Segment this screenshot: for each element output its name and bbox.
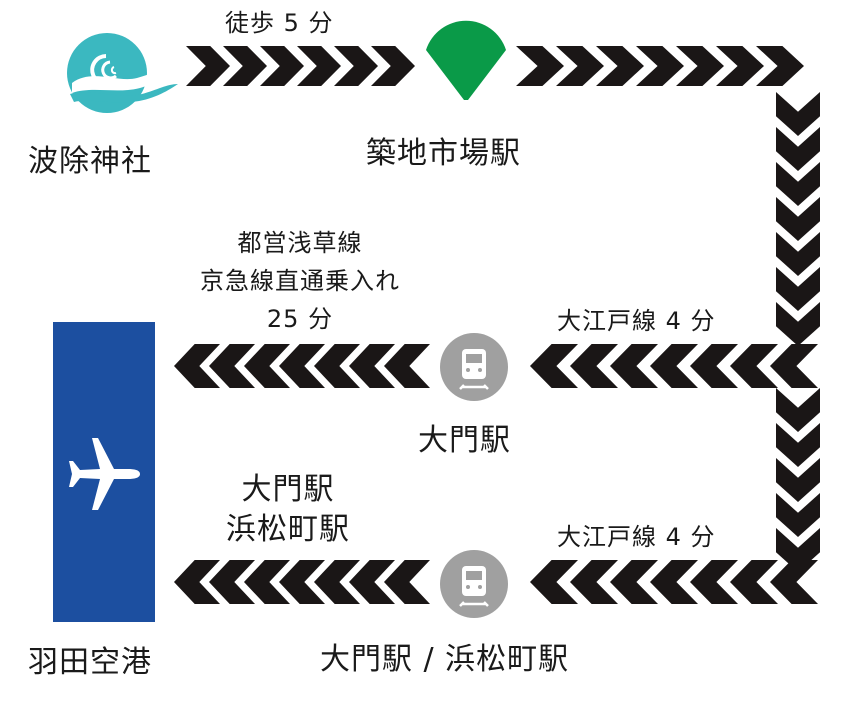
- chevron-arrow: [244, 344, 290, 388]
- chevron-arrow: [776, 458, 820, 502]
- chevron-arrow: [716, 46, 764, 86]
- chevron-arrow: [279, 560, 325, 604]
- chevron-arrow: [314, 344, 360, 388]
- chevron-arrow: [776, 162, 820, 206]
- oedo-line-label-1: 大江戸線 4 分: [557, 307, 716, 335]
- chevron-arrow: [776, 232, 820, 276]
- chevron-arrow: [596, 46, 644, 86]
- train-icon: [440, 333, 508, 401]
- chevron-arrow: [690, 560, 738, 604]
- chevron-arrow: [530, 344, 578, 388]
- chevron-arrow: [776, 267, 820, 311]
- chevron-arrow: [636, 46, 684, 86]
- chevron-arrow: [676, 46, 724, 86]
- chevron-arrow: [776, 493, 820, 537]
- chevron-arrow: [776, 197, 820, 241]
- asakusa-line-text: 都営浅草線: [237, 229, 363, 257]
- asakusa-route-label: 都営浅草線 京急線直通乗入れ 25 分: [150, 224, 450, 338]
- chevron-arrow: [349, 344, 395, 388]
- chevron-arrow: [776, 302, 820, 346]
- haneda-airport-label: 羽田空港: [28, 645, 152, 680]
- tsukiji-station-label: 築地市場駅: [366, 136, 521, 171]
- chevron-arrow: [650, 344, 698, 388]
- chevron-arrow: [770, 344, 818, 388]
- chevron-arrow: [209, 560, 255, 604]
- chevron-arrow: [776, 388, 820, 432]
- chevron-arrow: [314, 560, 360, 604]
- chevron-arrow: [209, 344, 255, 388]
- chevron-arrow: [776, 127, 820, 171]
- chevron-arrow: [384, 560, 430, 604]
- chevron-arrow: [244, 560, 290, 604]
- chevron-arrow: [260, 46, 304, 86]
- airport-panel: [53, 322, 155, 622]
- daimon-station-label: 大門駅: [418, 423, 511, 458]
- chevron-arrow: [371, 46, 415, 86]
- toei-ginkgo-icon: [426, 20, 506, 101]
- shrine-logo-icon: [67, 33, 178, 113]
- chevron-arrow: [223, 46, 267, 86]
- chevron-arrow: [516, 46, 564, 86]
- daimon-hamamatsucho-station-label: 大門駅 / 浜松町駅: [320, 642, 570, 677]
- chevron-arrow: [650, 560, 698, 604]
- chevron-arrow: [530, 560, 578, 604]
- airplane-icon: [69, 438, 140, 510]
- chevron-arrow: [297, 46, 341, 86]
- monorail-daimon-text: 大門駅: [241, 472, 335, 507]
- chevron-arrow: [334, 46, 378, 86]
- chevron-arrow: [570, 560, 618, 604]
- chevron-arrow: [730, 560, 778, 604]
- chevron-arrow: [570, 344, 618, 388]
- monorail-route-label: 大門駅 浜松町駅: [226, 470, 350, 550]
- walk-label: 徒歩 5 分: [225, 9, 334, 37]
- keikyu-through-text: 京急線直通乗入れ: [200, 267, 400, 295]
- shrine-label: 波除神社: [28, 144, 152, 179]
- train-icon: [440, 550, 508, 618]
- chevron-arrow: [349, 560, 395, 604]
- chevron-arrow: [384, 344, 430, 388]
- chevron-arrow: [610, 560, 658, 604]
- chevron-arrow: [556, 46, 604, 86]
- chevron-arrow: [690, 344, 738, 388]
- chevron-arrow: [174, 344, 220, 388]
- monorail-hamamatsucho-text: 浜松町駅: [226, 512, 350, 547]
- chevron-arrow: [756, 46, 804, 86]
- chevron-arrow: [776, 92, 820, 136]
- asakusa-time-text: 25 分: [266, 305, 334, 333]
- oedo-line-label-2: 大江戸線 4 分: [557, 523, 716, 551]
- chevron-arrow: [279, 344, 325, 388]
- chevron-arrow: [730, 344, 778, 388]
- chevron-arrow: [610, 344, 658, 388]
- chevron-arrow: [174, 560, 220, 604]
- chevron-arrow: [186, 46, 230, 86]
- chevron-arrow: [776, 423, 820, 467]
- chevron-arrow: [770, 560, 818, 604]
